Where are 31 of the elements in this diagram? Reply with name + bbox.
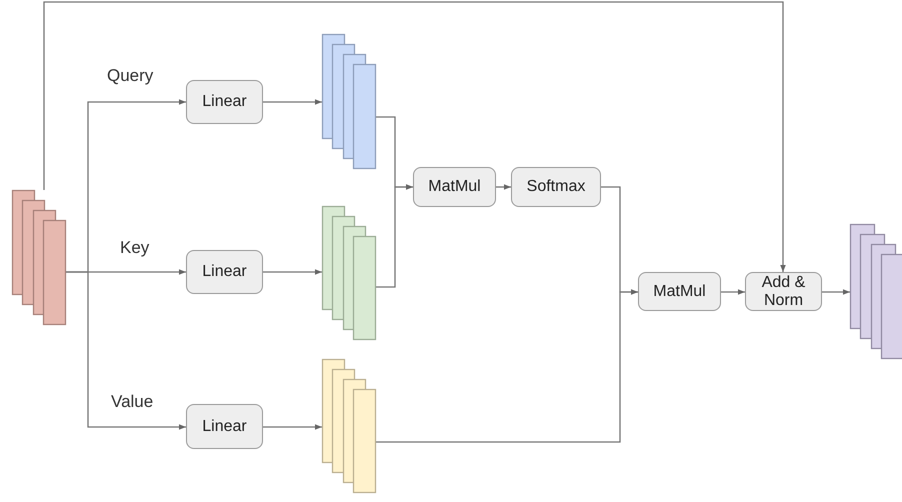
- tensor-stack: [850, 224, 902, 359]
- process-box: [186, 80, 263, 124]
- edge-label: Key: [120, 238, 150, 258]
- box-label: Add & Norm: [760, 274, 806, 310]
- tensor-stack: [322, 206, 376, 340]
- arrow: [376, 184, 413, 288]
- tensor-stack: [322, 34, 376, 169]
- process-box: [186, 250, 263, 294]
- arrow: [721, 289, 745, 295]
- process-box: [413, 167, 496, 207]
- box-label: Linear: [202, 93, 247, 111]
- tensor-stack: [322, 359, 376, 493]
- box-label: MatMul: [428, 178, 481, 196]
- arrow: [496, 184, 511, 190]
- arrow: [376, 289, 638, 443]
- arrow: [66, 271, 186, 430]
- arrow: [43, 1, 786, 272]
- process-box: [511, 167, 601, 207]
- arrow: [263, 269, 322, 275]
- process-box: [745, 272, 822, 311]
- arrow: [263, 424, 322, 430]
- edge-label: Query: [107, 66, 154, 86]
- box-label: Linear: [202, 263, 247, 281]
- arrow: [263, 99, 322, 105]
- arrow: [822, 289, 850, 295]
- process-box: [186, 404, 263, 449]
- box-label: MatMul: [653, 282, 706, 300]
- box-label: Softmax: [526, 178, 586, 196]
- box-label: Linear: [202, 418, 247, 436]
- tensor-stack: [12, 190, 66, 325]
- process-box: [638, 272, 721, 311]
